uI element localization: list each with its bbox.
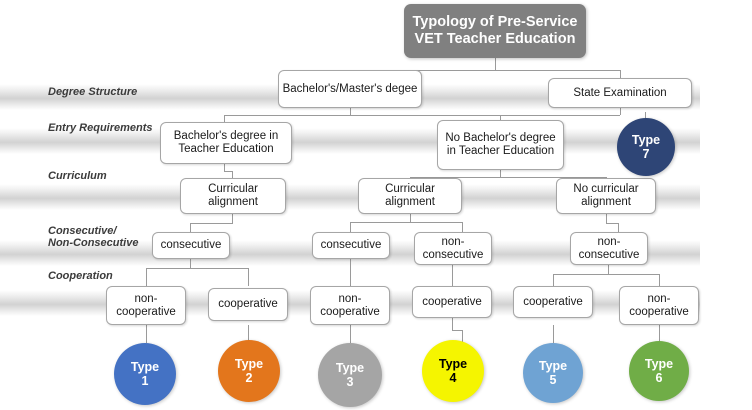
node-cooperative-1[interactable]: cooperative <box>208 288 288 321</box>
connector-cu1-stem <box>232 213 233 223</box>
node-non-cooperative-2[interactable]: non-cooperative <box>310 286 390 325</box>
row-label-entry-requirements: Entry Requirements <box>48 122 153 134</box>
connector-cu2-to-cs2 <box>350 222 351 232</box>
type-circle-4-word: Type <box>438 357 468 371</box>
row-label-curriculum: Curriculum <box>48 170 107 182</box>
connector-ds1-stem <box>350 107 351 115</box>
connector-cu2-to-cs3 <box>462 222 463 232</box>
connector-cs4-to-co6 <box>659 274 660 286</box>
type-circle-3-word: Type <box>335 361 365 375</box>
connector-ds2-to-er2 <box>500 115 501 122</box>
connector-co1-to-type1 <box>146 325 147 343</box>
node-cooperative-3[interactable]: cooperative <box>513 286 593 318</box>
connector-co4-jog <box>452 330 462 331</box>
connector-cs4-to-co5 <box>553 274 554 286</box>
connector-co4-to-type4-lower <box>462 330 463 343</box>
connector-co6-to-type6 <box>659 325 660 343</box>
connector-er2-to-type7 <box>645 112 646 120</box>
type-circle-7-number: 7 <box>642 147 650 161</box>
connector-co4-to-type4 <box>452 318 453 330</box>
type-circle-4[interactable]: Type 4 <box>422 340 484 402</box>
connector-cs1-to-co1 <box>146 268 147 286</box>
row-label-consecutive: Consecutive/ Non-Consecutive <box>48 225 139 249</box>
type-circle-6-word: Type <box>644 357 674 371</box>
connector-er1-jog <box>224 171 233 172</box>
connector-title-to-ds2 <box>620 70 621 78</box>
node-cooperative-2[interactable]: cooperative <box>412 286 492 318</box>
type-circle-6[interactable]: Type 6 <box>629 341 689 401</box>
row-label-cooperation: Cooperation <box>48 270 113 282</box>
type-circle-7-word: Type <box>631 133 661 147</box>
row-band-entry-requirements <box>0 128 700 154</box>
connector-cu3-to-cs4 <box>618 223 619 232</box>
diagram-title: Typology of Pre-Service VET Teacher Educ… <box>404 4 586 58</box>
node-non-consecutive-1[interactable]: non-consecutive <box>414 232 492 265</box>
type-circle-2[interactable]: Type 2 <box>218 340 280 402</box>
connector-er1-stem <box>224 163 225 171</box>
node-non-cooperative-3[interactable]: non-cooperative <box>619 286 699 325</box>
type-circle-1-word: Type <box>130 360 160 374</box>
type-circle-5-number: 5 <box>549 373 557 387</box>
connector-ds2-stem <box>620 107 621 115</box>
connector-cs2-stem <box>350 259 351 286</box>
connector-cs4-bar <box>553 274 659 275</box>
node-curricular-alignment-2[interactable]: Curricular alignment <box>358 178 462 214</box>
connector-cs3-stem <box>452 265 453 286</box>
connector-er1-to-cu1 <box>232 171 233 178</box>
node-non-consecutive-2[interactable]: non-consecutive <box>570 232 648 265</box>
node-consecutive-2[interactable]: consecutive <box>312 232 390 259</box>
type-circle-3[interactable]: Type 3 <box>318 343 382 407</box>
connector-ds1-bar <box>224 115 350 116</box>
connector-cu1-to-cs1 <box>190 223 191 232</box>
connector-title-bar <box>350 70 620 71</box>
type-circle-4-number: 4 <box>449 371 457 385</box>
connector-cs1-bar <box>146 268 248 269</box>
connector-cu2-bar <box>350 222 462 223</box>
connector-title-stem <box>495 58 496 70</box>
type-circle-7[interactable]: Type 7 <box>617 118 675 176</box>
connector-cu2-stem <box>410 213 411 222</box>
connector-co5-to-type5 <box>553 325 554 343</box>
node-curricular-alignment-1[interactable]: Curricular alignment <box>180 178 286 214</box>
connector-er2-stem <box>500 170 501 177</box>
type-circle-3-number: 3 <box>346 375 354 389</box>
connector-cs4-stem <box>608 265 609 274</box>
node-bachelor-master-degree[interactable]: Bachelor's/Master's degee <box>278 70 422 108</box>
type-circle-1-number: 1 <box>141 374 149 388</box>
connector-co2-to-type2 <box>248 325 249 343</box>
connector-ds1-to-er2-bar <box>350 115 500 116</box>
connector-er2-bar <box>410 177 606 178</box>
node-consecutive-1[interactable]: consecutive <box>152 232 230 259</box>
row-label-degree-structure: Degree Structure <box>48 86 138 98</box>
node-no-curricular-alignment[interactable]: No curricular alignment <box>556 178 656 214</box>
type-circle-5-word: Type <box>538 359 568 373</box>
type-circle-2-word: Type <box>234 357 264 371</box>
node-state-examination[interactable]: State Examination <box>548 78 692 108</box>
type-circle-5[interactable]: Type 5 <box>523 343 583 403</box>
connector-cs1-to-co2 <box>248 268 249 286</box>
node-non-cooperative-1[interactable]: non-cooperative <box>106 286 186 325</box>
connector-cu3-stem <box>606 213 607 223</box>
node-bachelor-degree-teacher-education[interactable]: Bachelor's degree in Teacher Education <box>160 122 292 164</box>
connector-ds1-to-er1 <box>224 115 225 122</box>
node-no-bachelor-degree-teacher-education[interactable]: No Bachelor's degree in Teacher Educatio… <box>437 120 564 170</box>
connector-co3-to-type3 <box>350 325 351 343</box>
type-circle-6-number: 6 <box>655 371 663 385</box>
type-circle-2-number: 2 <box>245 371 253 385</box>
connector-cu1-jog <box>190 223 233 224</box>
connector-cu3-jog <box>606 223 618 224</box>
connector-cs1-stem <box>190 259 191 268</box>
type-circle-1[interactable]: Type 1 <box>114 343 176 405</box>
connector-ds2-bar <box>500 115 620 116</box>
